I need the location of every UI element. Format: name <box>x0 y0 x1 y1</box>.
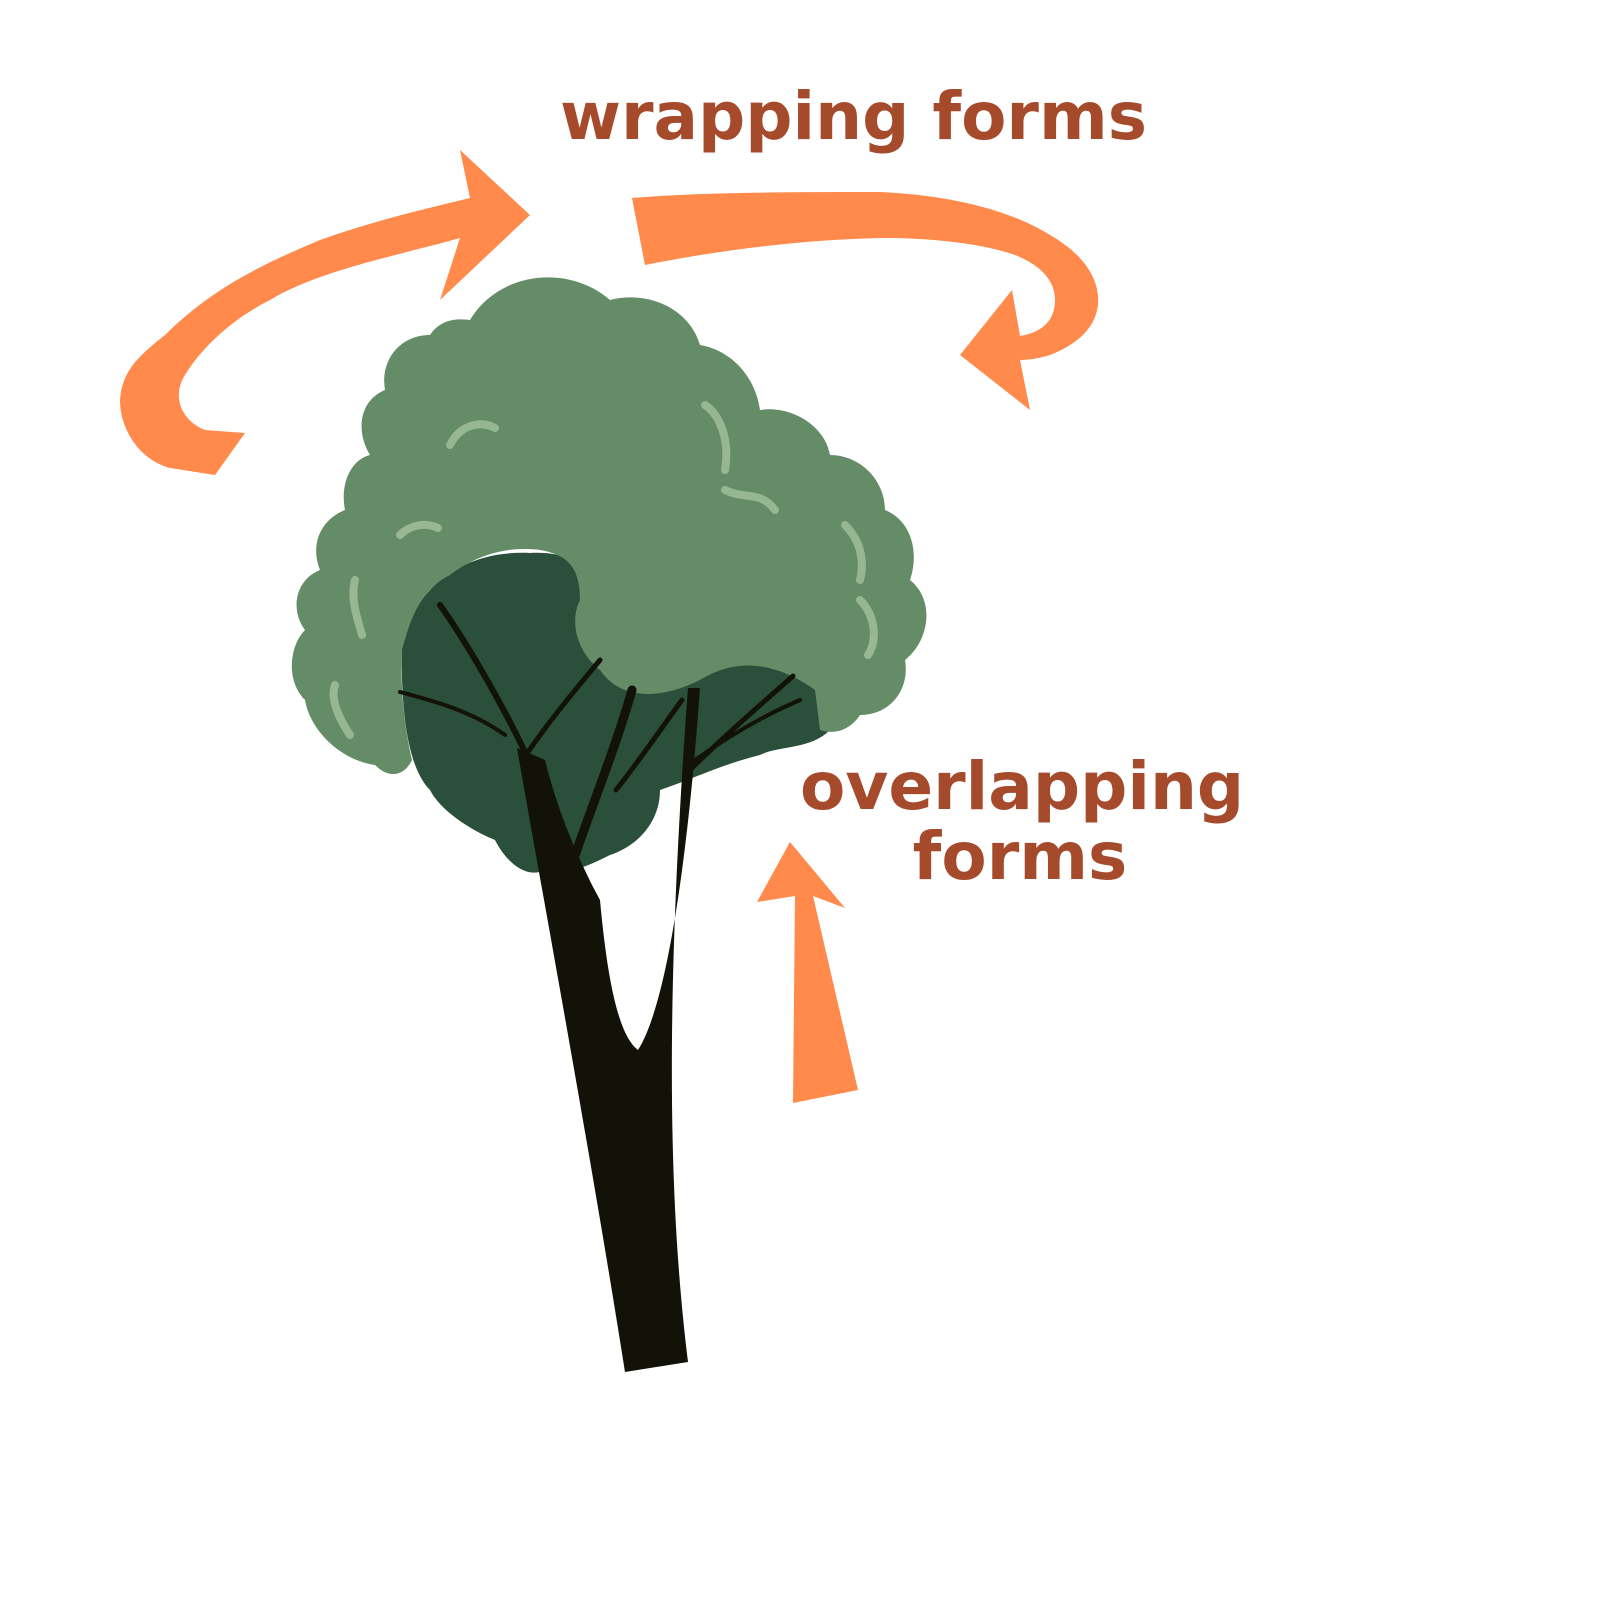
right-wrap-arrow-icon <box>632 192 1099 410</box>
left-wrap-arrow-icon <box>120 150 530 475</box>
wrapping-forms-label: wrapping forms <box>560 78 1148 155</box>
tree-trunk <box>517 688 700 1372</box>
overlapping-forms-label-line1: overlapping <box>800 748 1245 825</box>
tree-canopy <box>291 277 927 775</box>
tree-highlights <box>329 401 878 739</box>
tree-branches <box>398 602 802 888</box>
overlapping-forms-label-line2: forms <box>912 818 1128 895</box>
tree-illustration <box>291 277 927 1372</box>
overlapping-forms-label: overlapping forms <box>800 748 1245 895</box>
up-arrow-icon <box>757 842 858 1103</box>
